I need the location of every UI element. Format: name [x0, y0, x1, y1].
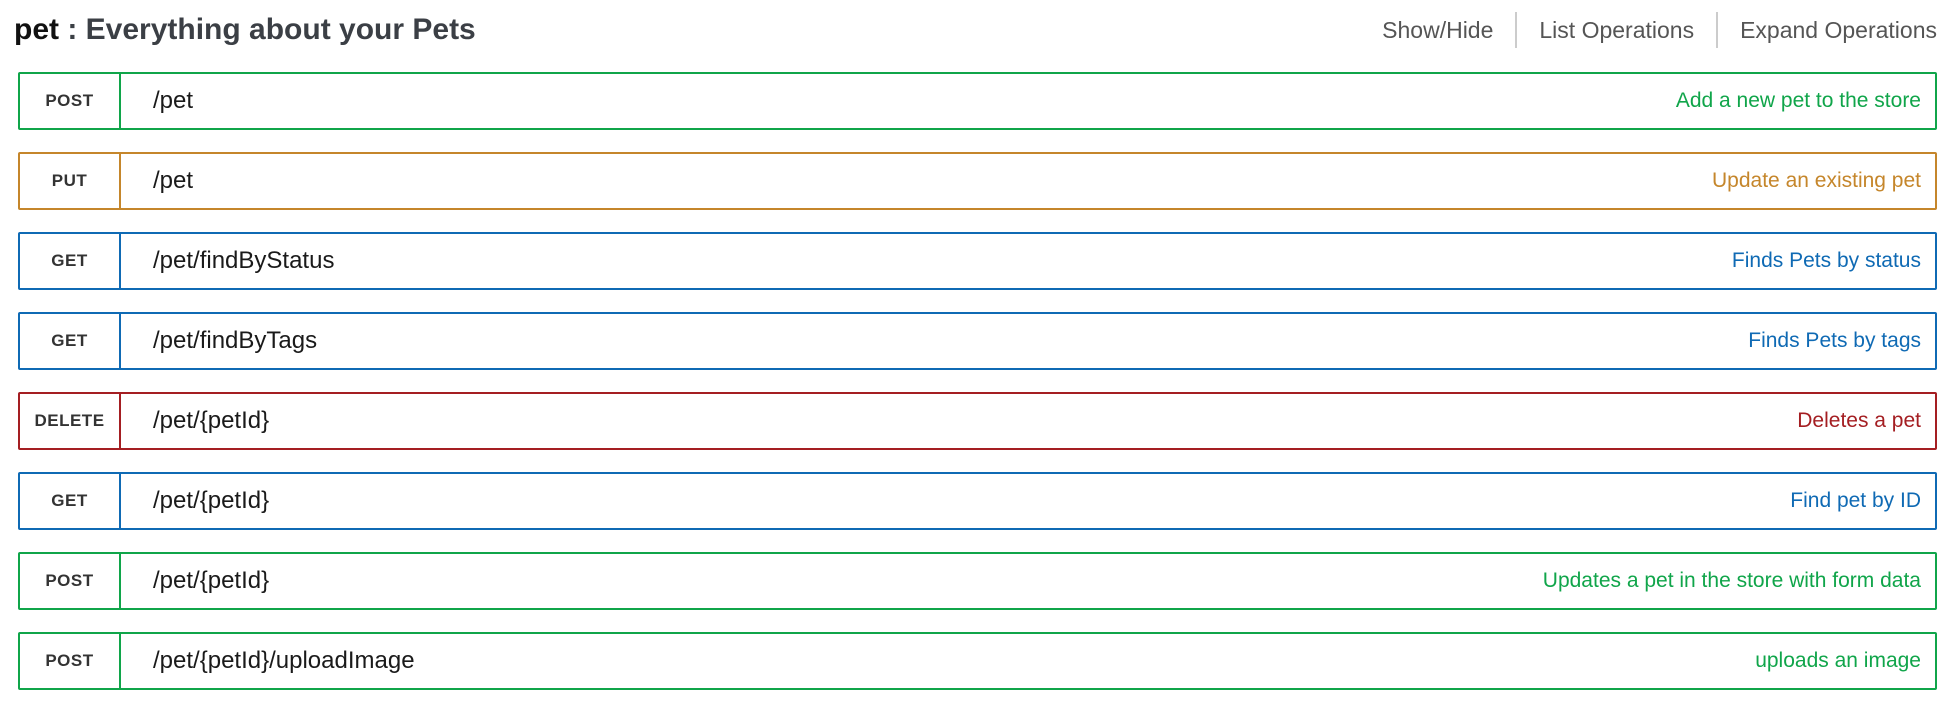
endpoint-row-post-pet[interactable]: POST /pet Add a new pet to the store: [18, 72, 1937, 130]
expand-operations-link[interactable]: Expand Operations: [1740, 16, 1937, 43]
endpoint-row-get-petid[interactable]: GET /pet/{petId} Find pet by ID: [18, 472, 1937, 530]
endpoint-summary[interactable]: Find pet by ID: [1790, 489, 1921, 512]
endpoint-summary[interactable]: Finds Pets by status: [1731, 249, 1921, 272]
method-badge: POST: [20, 554, 121, 608]
endpoint-path[interactable]: /pet/{petId}: [153, 487, 270, 514]
endpoint-path[interactable]: /pet/{petId}/uploadImage: [153, 647, 415, 674]
method-badge: POST: [20, 74, 121, 128]
endpoint-summary[interactable]: Deletes a pet: [1797, 409, 1921, 432]
method-badge: GET: [20, 474, 121, 528]
endpoint-summary[interactable]: uploads an image: [1755, 649, 1921, 672]
endpoint-list: POST /pet Add a new pet to the store PUT…: [18, 72, 1937, 690]
endpoint-row-post-petid[interactable]: POST /pet/{petId} Updates a pet in the s…: [18, 552, 1937, 610]
tag-header: pet : Everything about your Pets Show/Hi…: [0, 0, 1954, 60]
endpoint-row-delete-petid[interactable]: DELETE /pet/{petId} Deletes a pet: [18, 392, 1937, 450]
endpoint-row-get-findbystatus[interactable]: GET /pet/findByStatus Finds Pets by stat…: [18, 232, 1937, 290]
endpoint-row-put-pet[interactable]: PUT /pet Update an existing pet: [18, 152, 1937, 210]
method-badge: GET: [20, 314, 121, 368]
endpoint-summary[interactable]: Finds Pets by tags: [1748, 329, 1921, 352]
method-badge: GET: [20, 234, 121, 288]
endpoint-path[interactable]: /pet/findByStatus: [153, 247, 335, 274]
endpoint-summary[interactable]: Add a new pet to the store: [1675, 89, 1921, 112]
toggle-divider: [1716, 12, 1719, 48]
method-badge: DELETE: [20, 394, 121, 448]
endpoint-row-post-uploadimage[interactable]: POST /pet/{petId}/uploadImage uploads an…: [18, 632, 1937, 690]
endpoint-row-get-findbytags[interactable]: GET /pet/findByTags Finds Pets by tags: [18, 312, 1937, 370]
endpoint-summary[interactable]: Updates a pet in the store with form dat…: [1542, 569, 1921, 592]
method-badge: PUT: [20, 154, 121, 208]
operations-toggles: Show/Hide List Operations Expand Operati…: [1382, 12, 1937, 48]
list-operations-link[interactable]: List Operations: [1539, 16, 1695, 43]
toggle-divider: [1515, 12, 1518, 48]
tag-name-link[interactable]: pet: [14, 13, 59, 46]
endpoint-path[interactable]: /pet/findByTags: [153, 327, 318, 354]
endpoint-summary[interactable]: Update an existing pet: [1712, 169, 1921, 192]
page-title: pet : Everything about your Pets: [14, 13, 476, 47]
endpoint-path[interactable]: /pet/{petId}: [153, 567, 270, 594]
endpoint-path[interactable]: /pet/{petId}: [153, 407, 270, 434]
title-separator: :: [59, 13, 86, 46]
endpoint-path[interactable]: /pet: [153, 87, 194, 114]
method-badge: POST: [20, 634, 121, 688]
show-hide-link[interactable]: Show/Hide: [1382, 16, 1494, 43]
endpoint-path[interactable]: /pet: [153, 167, 194, 194]
tag-description: Everything about your Pets: [85, 13, 476, 46]
